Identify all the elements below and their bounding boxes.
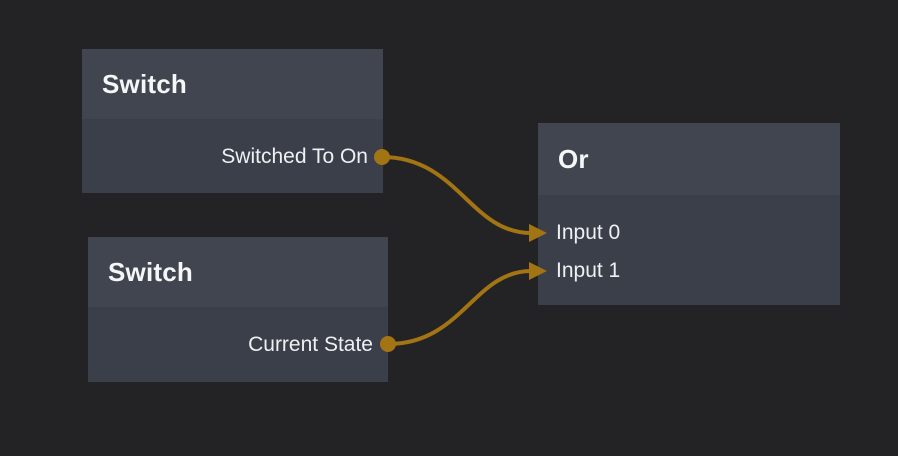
node-or-title: Or — [558, 143, 589, 174]
port-row-switched-to-on: Switched To On — [82, 138, 383, 176]
port-row-input-0: Input 0 — [538, 214, 840, 252]
node-or-body: Input 0 Input 1 — [538, 195, 840, 305]
output-port-dot-current-state[interactable] — [380, 336, 396, 352]
port-row-current-state: Current State — [88, 326, 388, 364]
wire-switched-to-on-to-input-0[interactable] — [380, 155, 533, 235]
node-switch-1-header[interactable]: Switch — [82, 49, 383, 119]
wire-current-state-to-input-1[interactable] — [386, 269, 533, 346]
port-row-input-1: Input 1 — [538, 252, 840, 290]
output-port-dot-switched-to-on[interactable] — [374, 149, 390, 165]
input-port-label-input-1: Input 1 — [556, 259, 621, 282]
node-switch-1[interactable]: Switch Switched To On — [82, 49, 383, 193]
node-switch-2[interactable]: Switch Current State — [88, 237, 388, 382]
node-switch-2-body: Current State — [88, 307, 388, 382]
input-port-label-input-0: Input 0 — [556, 221, 621, 244]
node-switch-2-title: Switch — [108, 256, 193, 287]
output-port-label-current-state: Current State — [248, 333, 373, 356]
node-or[interactable]: Or Input 0 Input 1 — [538, 123, 840, 305]
output-port-label-switched-to-on: Switched To On — [221, 145, 368, 168]
node-or-header[interactable]: Or — [538, 123, 840, 195]
node-switch-2-header[interactable]: Switch — [88, 237, 388, 307]
node-switch-1-title: Switch — [102, 68, 187, 99]
node-switch-1-body: Switched To On — [82, 119, 383, 193]
